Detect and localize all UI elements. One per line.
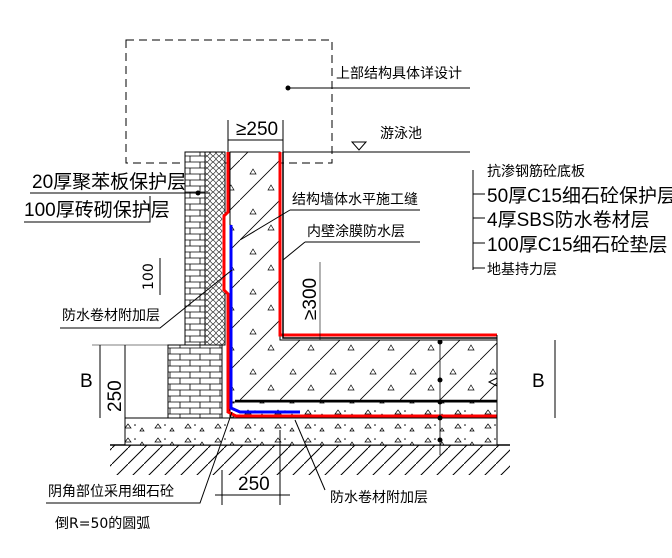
inner-membrane	[278, 152, 497, 337]
dim-250-bottom-label: 250	[238, 474, 270, 495]
eps-board	[204, 151, 226, 346]
slab-label: 抗渗钢筋砼底板	[487, 163, 585, 180]
membrane-extra-layer	[229, 225, 300, 414]
upper-structure-outline	[125, 39, 333, 164]
brick-protect-label: 100厚砖砌保护层	[24, 199, 170, 221]
concrete-wall-and-slab	[229, 151, 498, 403]
c15-cushion-layer	[124, 417, 498, 446]
outer-membrane	[222, 152, 497, 418]
dim-b-left-label: B	[80, 371, 93, 392]
ground-hatch	[110, 445, 510, 475]
c15-protect-label: 50厚C15细石砼保护层	[487, 185, 672, 207]
corner-note-line1: 阴角部位采用细石砼	[48, 484, 174, 500]
brick-base	[167, 344, 223, 419]
brick-protection-wall	[184, 151, 206, 346]
c15-cushion-label: 100厚C15细石砼垫层	[487, 234, 668, 256]
coating-label: 内壁涂膜防水层	[307, 224, 405, 240]
membrane-extra-left-label: 防水卷材附加层	[62, 308, 160, 324]
pool-label: 游泳池	[380, 126, 422, 142]
construction-joint-label: 结构墙体水平施工缝	[292, 192, 418, 208]
corner-note-line2: 倒R=50的圆弧	[55, 516, 150, 532]
bearing-label: 地基持力层	[487, 261, 557, 278]
sbs-label: 4厚SBS防水卷材层	[487, 209, 650, 231]
dim-top-label: ≥250	[236, 119, 278, 140]
dim-100-label: 100	[141, 263, 157, 290]
dim-250-left-label: 250	[105, 380, 126, 412]
dim-b-right-label: B	[532, 371, 545, 392]
dim-300-label: ≥300	[300, 278, 321, 320]
membrane-extra-bottom-label: 防水卷材附加层	[330, 490, 428, 506]
upper-structure-label: 上部结构具体详设计	[336, 66, 462, 82]
eps-board-label: 20厚聚苯板保护层	[32, 171, 186, 193]
